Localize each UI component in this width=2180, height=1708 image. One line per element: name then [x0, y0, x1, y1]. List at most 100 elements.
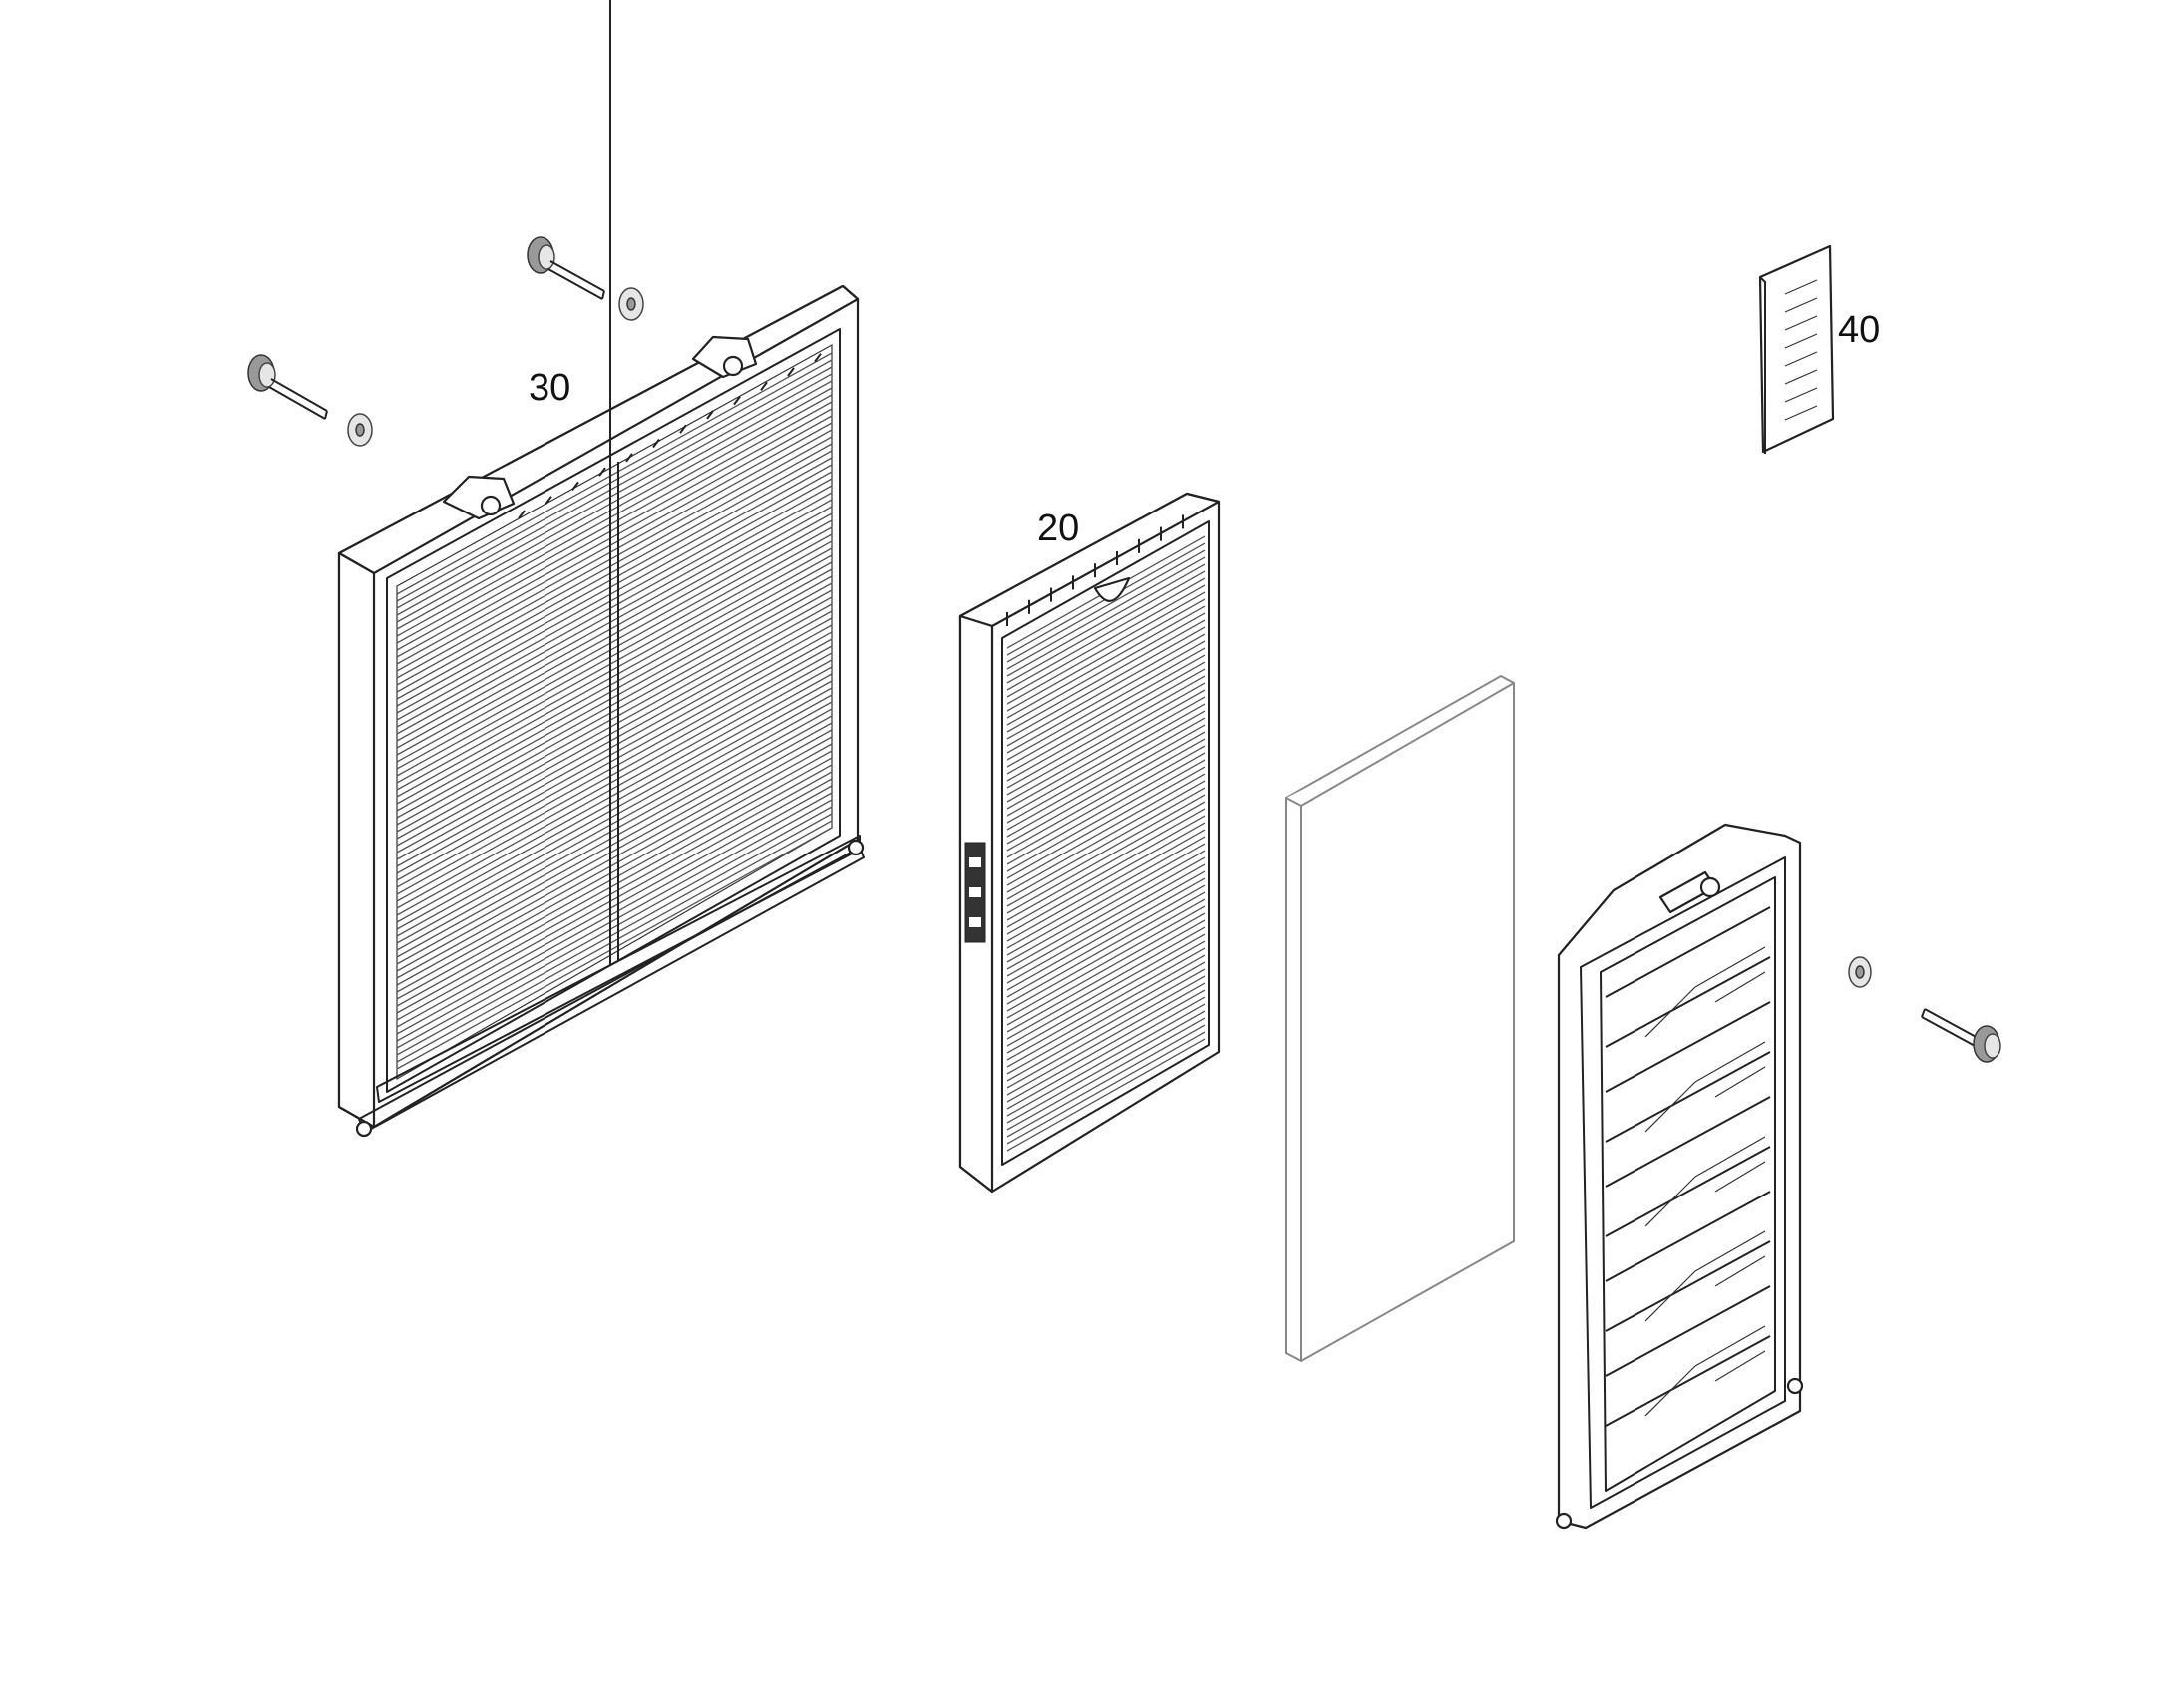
grille-louver [1714, 1350, 1766, 1382]
mesh-line [1006, 619, 1206, 733]
mesh-line [1006, 710, 1206, 824]
mesh-line [1006, 912, 1206, 1026]
mesh-line [396, 666, 833, 909]
grille-louver [1644, 1081, 1696, 1133]
grille-louver [1605, 1051, 1771, 1143]
mesh-line [1006, 808, 1206, 921]
card-line [1784, 369, 1818, 385]
mesh-line [1006, 940, 1206, 1054]
mesh-line [396, 736, 833, 979]
mesh-line [396, 827, 833, 1070]
rear-grille-housing [1555, 823, 1804, 1530]
mesh-line [396, 729, 833, 972]
mesh-line [1006, 829, 1206, 942]
mesh-line [1006, 626, 1206, 740]
mesh-line [396, 582, 833, 826]
mesh-line [1006, 584, 1206, 698]
washer-upper-left [347, 413, 373, 447]
callout-20: 20 [1037, 508, 1080, 549]
frame-slot [571, 481, 579, 491]
mesh-line [396, 533, 833, 777]
mesh-line [1006, 640, 1206, 754]
mesh-line [1006, 891, 1206, 1005]
screw-top [527, 236, 605, 300]
mesh-line [396, 408, 833, 651]
mesh-line [396, 422, 833, 665]
mesh-line [396, 512, 833, 756]
mesh-line [1006, 717, 1206, 831]
grille-louver [1605, 1240, 1771, 1332]
mesh-line [396, 820, 833, 1063]
mesh-line [1006, 836, 1206, 949]
mesh-line [1006, 1038, 1206, 1152]
card-line [1784, 405, 1818, 421]
mesh-line [1006, 598, 1206, 712]
mesh-line [396, 415, 833, 658]
mesh-line [396, 366, 833, 609]
mesh-line [1006, 591, 1206, 705]
mesh-line [396, 631, 833, 874]
mesh-line [1006, 870, 1206, 984]
mesh-line [396, 554, 833, 798]
part-30-prefilter-frame [337, 0, 865, 1138]
mesh-line [1006, 689, 1206, 803]
mesh-line [1006, 822, 1206, 935]
mesh-line [396, 589, 833, 833]
mesh-line [396, 394, 833, 637]
mesh-line [396, 652, 833, 895]
mesh-line [1006, 633, 1206, 747]
mesh-line [396, 764, 833, 1007]
frame-slot [598, 467, 606, 477]
grille-louver [1605, 906, 1771, 998]
mesh-line [1006, 968, 1206, 1082]
grille-louver [1605, 1191, 1771, 1282]
mesh-line [1006, 752, 1206, 865]
mesh-line [396, 401, 833, 644]
mesh-line [1006, 661, 1206, 775]
mesh-line [396, 771, 833, 1014]
mesh-line [1006, 773, 1206, 886]
frame-slot [652, 438, 660, 449]
grille-louver [1605, 1146, 1771, 1237]
mesh-line [1006, 1003, 1206, 1117]
mesh-line [396, 359, 833, 602]
mesh-line [1006, 1031, 1206, 1145]
card-line [1784, 315, 1818, 331]
mesh-line [1006, 759, 1206, 872]
mesh-line [1006, 647, 1206, 761]
mesh-line [1006, 982, 1206, 1096]
mesh-line [396, 450, 833, 693]
frame-slot [733, 396, 741, 406]
frame-slot [679, 424, 687, 434]
mesh-line [1006, 605, 1206, 719]
mesh-line [396, 694, 833, 937]
grille-louver [1694, 946, 1766, 988]
grille-louver [1694, 1041, 1766, 1083]
mesh-line [396, 701, 833, 944]
mesh-line [1006, 996, 1206, 1110]
card-line [1784, 387, 1818, 403]
frame-slot [787, 367, 795, 377]
mesh-line [396, 436, 833, 679]
mesh-line [1006, 654, 1206, 768]
card-line [1784, 297, 1818, 313]
mesh-line [1006, 843, 1206, 956]
foam-panel [1285, 674, 1515, 1363]
mesh-line [396, 750, 833, 993]
card-line [1784, 333, 1818, 349]
mesh-line [396, 387, 833, 630]
mesh-line [1006, 612, 1206, 726]
mesh-line [396, 785, 833, 1028]
grille-louver [1694, 1325, 1766, 1367]
mesh-line [396, 471, 833, 714]
frame-slot [518, 510, 526, 519]
card-line [1784, 279, 1818, 295]
screw-upper-left [247, 354, 328, 420]
mesh-line [1006, 919, 1206, 1033]
mesh-line [396, 547, 833, 791]
mesh-line [1006, 905, 1206, 1019]
mesh-line [396, 519, 833, 763]
grille-louver [1605, 1001, 1771, 1093]
grille-louver [1644, 986, 1696, 1038]
